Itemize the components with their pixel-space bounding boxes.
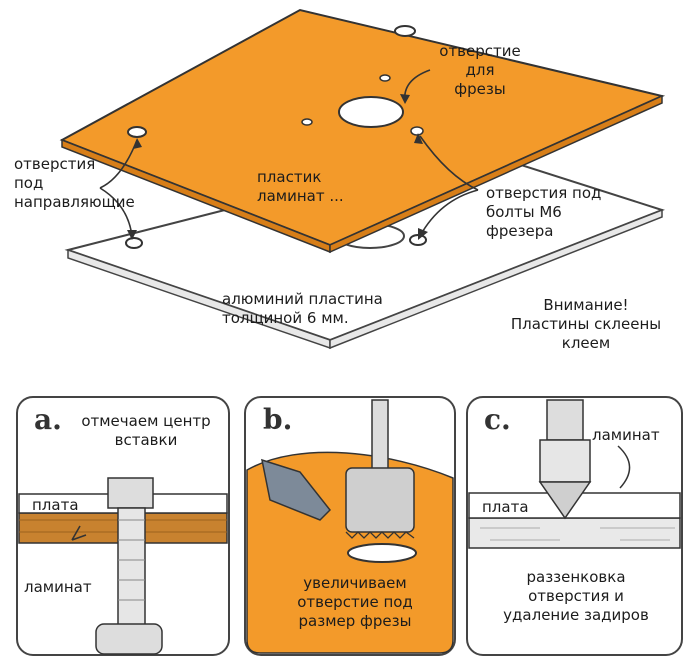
label-line: отмечаем центр [81, 412, 211, 430]
label-line: направляющие [14, 193, 135, 211]
panel-c-letter: c. [484, 403, 511, 436]
label-line: раззенковка [526, 568, 626, 586]
panel-a-illustration [18, 477, 228, 655]
label-cutter-hole: отверстие для фрезы [430, 42, 530, 99]
label-line: отверстие под [297, 593, 413, 611]
label-line: для [465, 61, 495, 79]
panel-a-caption: отмечаем центр вставки [66, 412, 226, 450]
aluminium-guide-hole [125, 237, 143, 249]
laminate-cutter-hole [338, 96, 404, 128]
label-guide-holes: отверстия под направляющие [14, 155, 135, 212]
laminate-plate [59, 8, 666, 254]
panel-c-caption: раззенковка отверстия и удаление задиров [478, 568, 674, 625]
label-line: отверстие [439, 42, 521, 60]
panel-b-caption: увеличиваем отверстие под размер фрезы [270, 574, 440, 631]
label-line: размер фрезы [298, 612, 412, 630]
label-attention: Внимание! Пластины склеены клеем [486, 296, 686, 353]
label-bolt-holes: отверстия под болты М6 фрезера [486, 184, 601, 241]
label-line: Пластины склеены [510, 315, 662, 333]
label-line: вставки [114, 431, 178, 449]
label-line: толщиной 6 мм. [222, 309, 349, 327]
label-line: увеличиваем [303, 574, 407, 592]
label-aluminium: алюминий пластина толщиной 6 мм. [222, 290, 383, 328]
label-line: Внимание! [543, 296, 629, 314]
panel-c-board-label: плата [482, 498, 529, 516]
label-line: под [14, 174, 44, 192]
panel-a-letter: a. [34, 403, 62, 436]
label-line: отверстия и [528, 587, 624, 605]
label-line: пластик [257, 168, 322, 186]
label-line: клеем [561, 334, 611, 352]
panel-c-laminate-label: ламинат [592, 426, 660, 444]
label-line: ламинат ... [257, 187, 344, 205]
label-line: фрезера [486, 222, 554, 240]
panel-b-illustration [246, 399, 454, 654]
label-line: болты М6 [486, 203, 562, 221]
label-line: удаление задиров [503, 606, 649, 624]
panel-c-illustration [468, 399, 681, 549]
panel-a-board-label: плата [32, 496, 79, 514]
label-line: отверстия [14, 155, 96, 173]
panel-b-letter: b. [263, 403, 293, 436]
panel-a-laminate-label: ламинат [24, 578, 92, 596]
aluminium-plate [64, 146, 665, 350]
label-laminate-plastic: пластик ламинат ... [257, 168, 344, 206]
label-line: фрезы [454, 80, 506, 98]
label-line: отверстия под [486, 184, 602, 202]
label-line: алюминий пластина [222, 290, 383, 308]
